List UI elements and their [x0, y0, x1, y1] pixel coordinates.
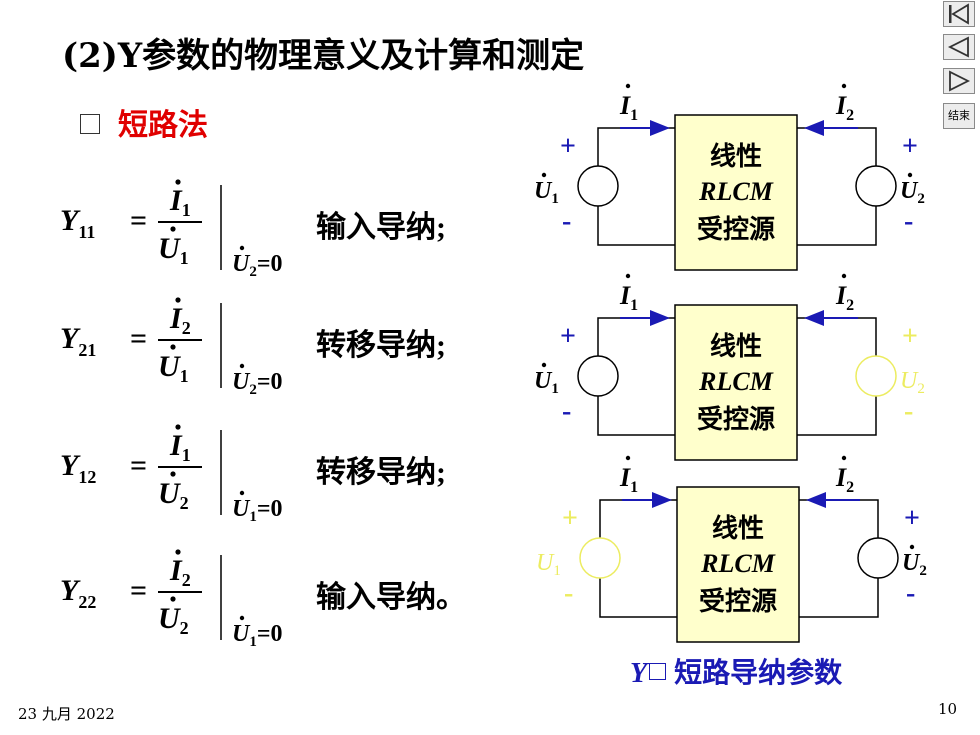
svg-text:转移导纳;: 转移导纳;: [316, 456, 446, 489]
svg-text:-: -: [562, 206, 571, 237]
svg-text:-: -: [562, 396, 571, 427]
equation-y12: Y12 = I1 U2 U1=0 转移导纳;: [60, 424, 446, 525]
svg-text:Y12: Y12: [60, 449, 96, 487]
next-page-icon: [949, 70, 971, 92]
method-label: 短路法: [118, 108, 208, 143]
svg-text:+: +: [902, 131, 918, 162]
svg-text:=: =: [130, 449, 147, 482]
svg-text:I1: I1: [619, 463, 638, 496]
svg-text:I1: I1: [619, 281, 638, 314]
svg-text:I2: I2: [169, 302, 191, 338]
svg-text:U1: U1: [536, 550, 561, 579]
prev-page-icon: [947, 36, 969, 58]
equations-block: Y11 = I1 U1 U2=0 输入导纳; Y21 = I2 U1 U2=0 …: [60, 179, 466, 650]
circuit-1: I1 I2 线性 RLCM 受控源 + - + - U1 U2: [534, 83, 925, 271]
nav-first-button[interactable]: [943, 1, 975, 27]
svg-text:U1=0: U1=0: [232, 621, 283, 650]
svg-text:RLCM: RLCM: [698, 367, 774, 396]
svg-text:U1: U1: [534, 368, 559, 397]
svg-text:U2=0: U2=0: [232, 251, 283, 280]
circuit-2: I1 I2 线性 RLCM 受控源 + - + - U1 U2: [534, 273, 925, 461]
first-page-icon: [949, 3, 969, 25]
nav-end-button[interactable]: 结束: [943, 103, 975, 129]
svg-text:RLCM: RLCM: [700, 549, 776, 578]
bullet-box-icon: [80, 114, 100, 134]
method-bullet: 短路法: [80, 100, 208, 144]
circuit-diagrams: I1 I2 线性 RLCM 受控源 + - + - U1 U2 I1 I2 线性…: [534, 83, 927, 643]
svg-text:线性: 线性: [710, 332, 762, 361]
svg-text:输入导纳。: 输入导纳。: [316, 581, 466, 614]
svg-text:I2: I2: [169, 554, 191, 590]
svg-text:+: +: [560, 131, 576, 162]
equation-y22: Y22 = I2 U2 U1=0 输入导纳。: [60, 549, 466, 650]
svg-text:I2: I2: [835, 281, 854, 314]
svg-text:U1=0: U1=0: [232, 496, 283, 525]
page-title: (2)Y参数的物理意义及计算和测定: [62, 36, 585, 76]
page-number: 10: [938, 700, 958, 718]
svg-text:=: =: [130, 204, 147, 237]
circuit-3: I1 I2 线性 RLCM 受控源 + - + - U1 U2: [536, 455, 927, 643]
svg-text:I2: I2: [835, 463, 854, 496]
svg-text:+: +: [904, 503, 920, 534]
svg-text:I1: I1: [169, 429, 191, 465]
footer-date: 23 九月 2022: [18, 705, 115, 723]
caption: Y 短路导纳参数: [630, 651, 842, 691]
svg-text:-: -: [904, 206, 913, 237]
svg-text:=: =: [130, 322, 147, 355]
svg-text:Y21: Y21: [60, 322, 96, 360]
svg-text:+: +: [560, 321, 576, 352]
svg-text:I1: I1: [169, 184, 191, 220]
svg-text:U1: U1: [158, 232, 189, 268]
svg-text:U2: U2: [900, 368, 925, 397]
svg-text:U2: U2: [158, 477, 189, 513]
svg-text:U1: U1: [158, 350, 189, 386]
caption-text: 短路导纳参数: [674, 656, 843, 689]
svg-text:+: +: [902, 321, 918, 352]
nav-prev-button[interactable]: [943, 34, 975, 60]
equation-y11: Y11 = I1 U1 U2=0 输入导纳;: [60, 179, 446, 280]
svg-text:受控源: 受控源: [699, 586, 777, 616]
svg-text:I1: I1: [619, 91, 638, 124]
equation-y21: Y21 = I2 U1 U2=0 转移导纳;: [60, 297, 446, 398]
svg-text:受控源: 受控源: [697, 404, 775, 434]
svg-text:-: -: [906, 578, 915, 609]
svg-text:转移导纳;: 转移导纳;: [316, 329, 446, 362]
svg-text:U2: U2: [900, 178, 925, 207]
svg-text:U2=0: U2=0: [232, 369, 283, 398]
svg-text:=: =: [130, 574, 147, 607]
svg-text:+: +: [562, 503, 578, 534]
svg-text:受控源: 受控源: [697, 214, 775, 244]
svg-text:线性: 线性: [710, 142, 762, 171]
svg-text:Y22: Y22: [60, 574, 96, 612]
svg-text:U2: U2: [158, 602, 189, 638]
caption-box-icon: [649, 663, 667, 680]
svg-text:I2: I2: [835, 91, 854, 124]
svg-text:Y11: Y11: [60, 204, 95, 242]
caption-y: Y: [630, 658, 648, 689]
svg-text:-: -: [564, 578, 573, 609]
svg-text:U2: U2: [902, 550, 927, 579]
svg-text:线性: 线性: [712, 514, 764, 543]
nav-next-button[interactable]: [943, 68, 975, 94]
svg-text:U1: U1: [534, 178, 559, 207]
svg-text:-: -: [904, 396, 913, 427]
svg-text:输入导纳;: 输入导纳;: [316, 211, 446, 244]
svg-text:RLCM: RLCM: [698, 177, 774, 206]
